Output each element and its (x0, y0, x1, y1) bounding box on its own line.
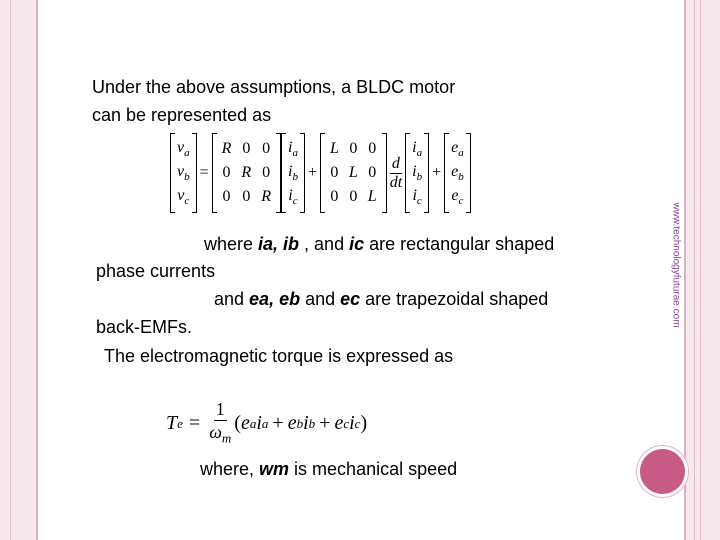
emf-line-1: and ea, eb and ec are trapezoidal shaped (214, 289, 549, 309)
currents-line-1: where ia, ib , and ic are rectangular sh… (204, 234, 555, 254)
right-decorative-border (684, 0, 720, 540)
emf-vector: ea eb ec (444, 133, 471, 213)
torque-fraction: 1 ωm (209, 399, 232, 446)
intro-line-2: can be represented as (92, 105, 272, 125)
equals-sign: = (199, 164, 209, 181)
border-line (700, 0, 701, 540)
border-line (694, 0, 695, 540)
site-url-label: www.technologyfuturae.com (670, 202, 682, 328)
derivative-operator: d dt (389, 154, 403, 191)
decorative-circle (640, 449, 685, 494)
left-decorative-border (0, 0, 38, 540)
speed-line: where, wm is mechanical speed (200, 459, 458, 479)
voltage-vector: va vb vc (170, 133, 197, 213)
emf-line-2: back-EMFs. (96, 317, 193, 337)
torque-intro: The electromagnetic torque is expressed … (104, 346, 454, 366)
current-vector-derivative: ia ib ic (405, 133, 430, 213)
currents-line-2: phase currents (96, 261, 216, 281)
plus-sign: + (307, 164, 317, 181)
plus-sign: + (432, 164, 442, 181)
intro-line-1: Under the above assumptions, a BLDC moto… (92, 77, 456, 97)
current-vector: ia ib ic (280, 133, 305, 213)
